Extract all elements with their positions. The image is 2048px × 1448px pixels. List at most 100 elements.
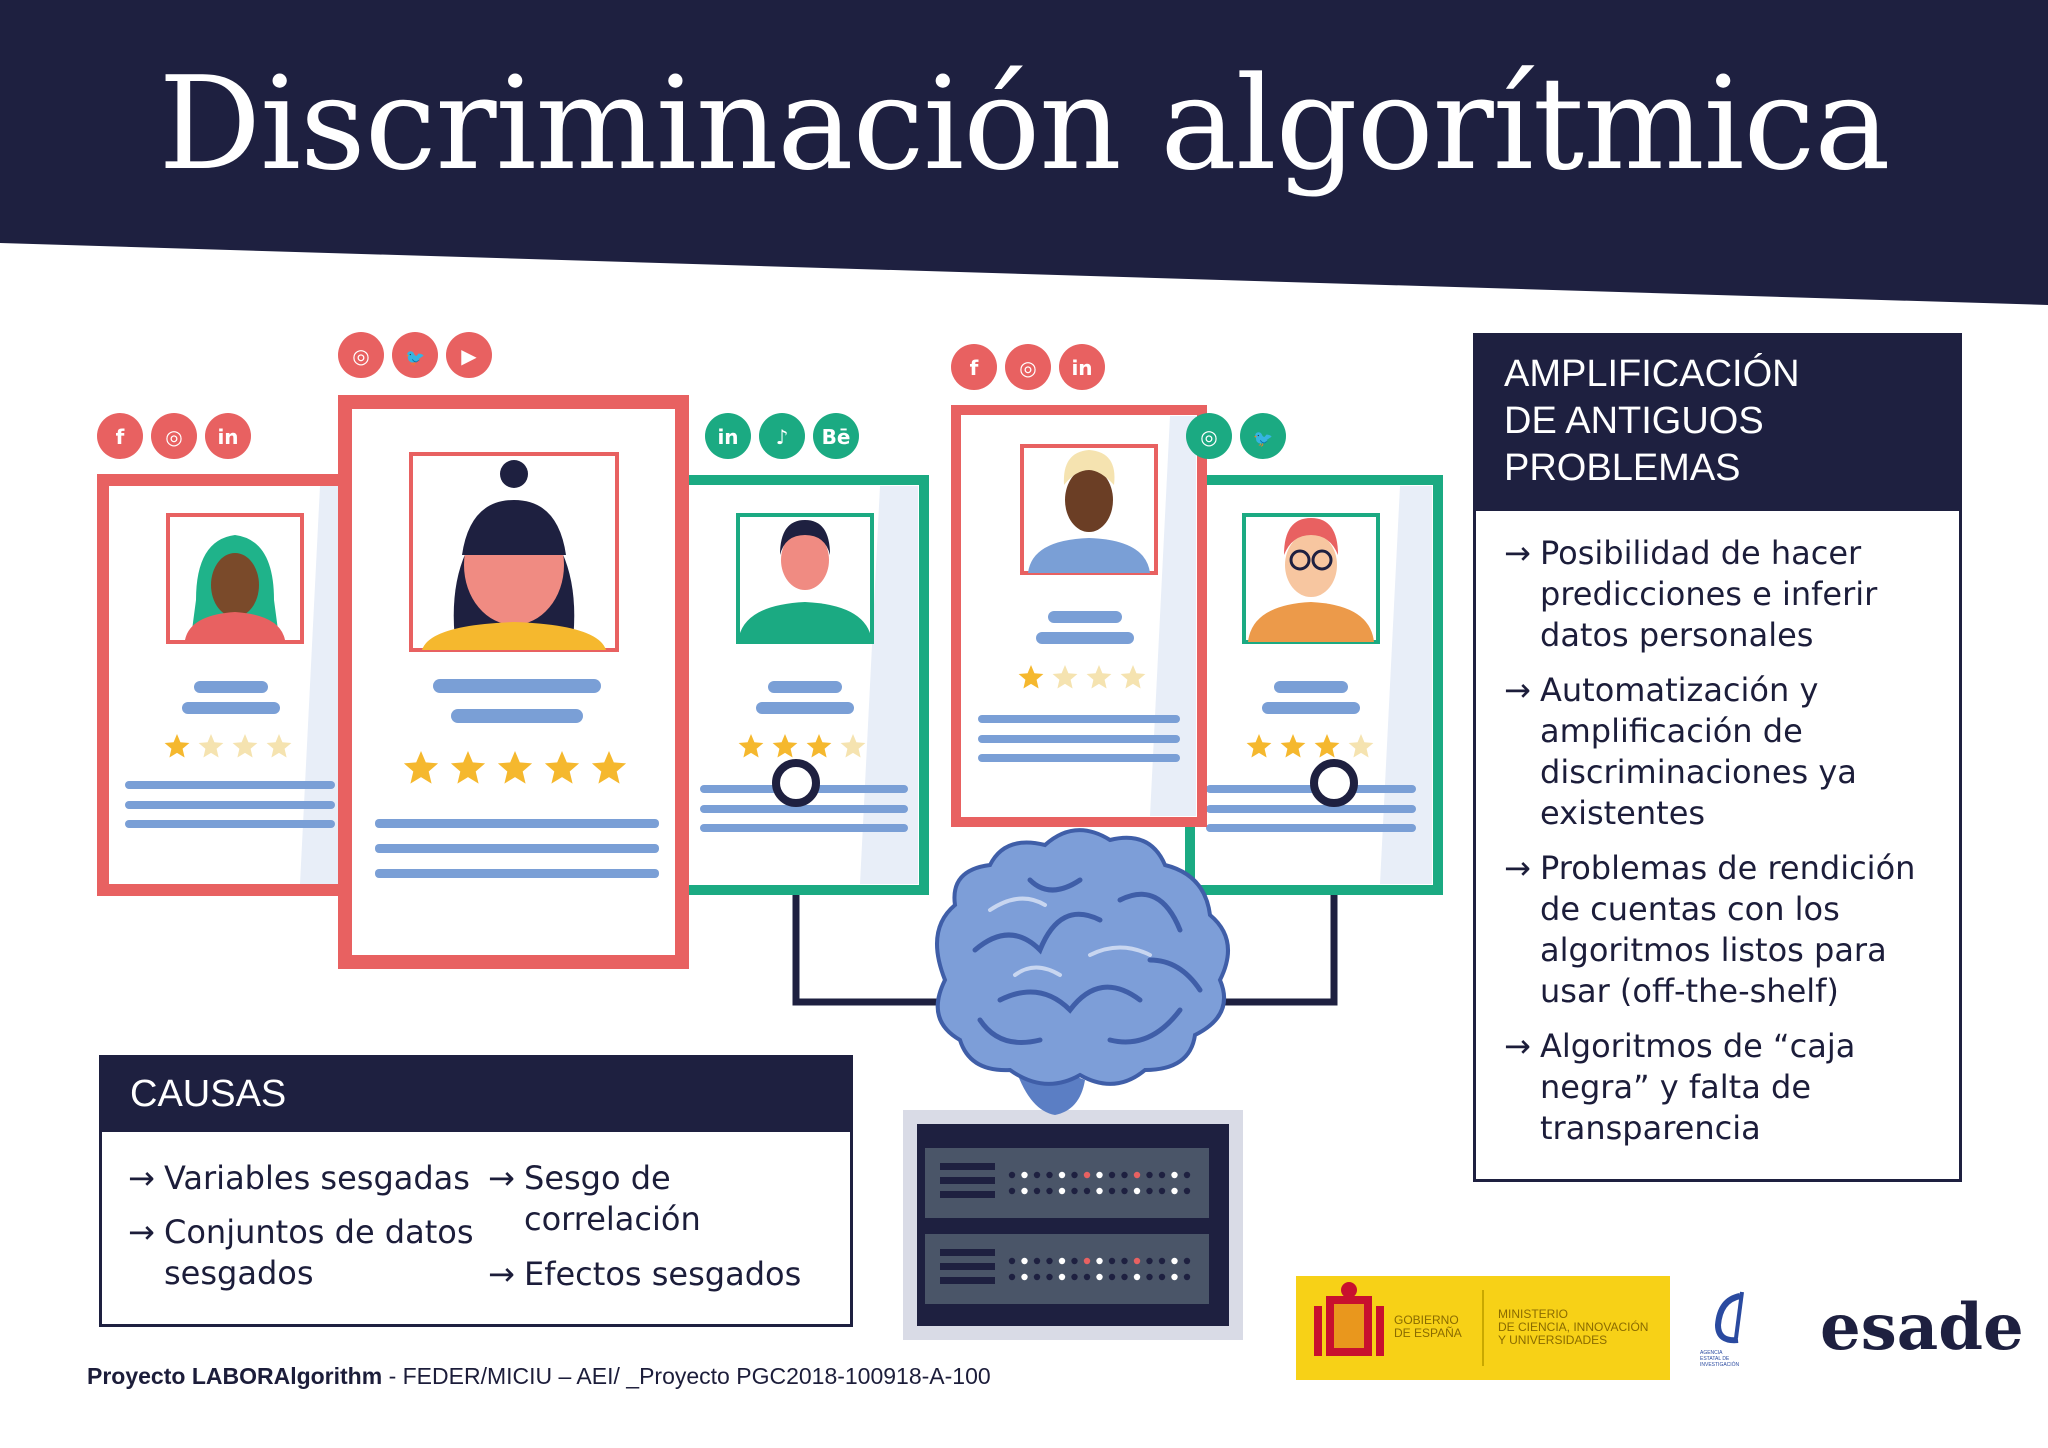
server-led [1133,1187,1141,1195]
star-filled-icon [1246,734,1272,758]
item-line: usar (off-the-shelf) [1540,972,1839,1010]
server-led [1058,1171,1066,1179]
aei-line: ESTATAL DE [1700,1356,1730,1362]
server-led [1108,1257,1116,1265]
server-led [1158,1171,1166,1179]
page-title: Discriminación algorítmica [158,50,1890,199]
twitter-icon [1240,413,1286,459]
youtube-icon-glyph: ▶ [461,344,477,368]
server-led [1133,1171,1141,1179]
star-empty-icon [1120,665,1146,689]
server-led [1021,1187,1028,1195]
causa-item: → Variables sesgadas [128,1158,470,1199]
ministerio-line: DE CIENCIA, INNOVACIÓN [1498,1320,1649,1334]
server-led [1008,1187,1016,1195]
item-line: datos personales [1540,616,1814,654]
server-led [1033,1171,1041,1179]
item-line: algoritmos listos para [1540,931,1887,969]
facebook-icon [97,413,143,459]
gobierno-line: GOBIERNO [1394,1313,1459,1327]
linkedin-icon-glyph: in [217,425,238,449]
star-empty-icon [198,734,224,758]
item-line: Posibilidad de hacer [1540,534,1862,572]
server-led [1121,1171,1128,1179]
amplificacion-item: → Posibilidad de hacer predicciones e in… [1504,533,1935,656]
footer-project-name: Proyecto LABORAlgorithm [87,1363,383,1389]
item-line: Sesgo de [524,1159,671,1197]
server-led [1008,1171,1016,1179]
causa-item: → Sesgo de correlación [488,1158,701,1240]
gobierno-line: DE ESPAÑA [1394,1326,1462,1340]
behance-icon [813,413,859,459]
server-led [1046,1187,1053,1195]
arrow-right-icon: → [1504,849,1531,887]
instagram-icon-glyph: ◎ [352,344,369,368]
server-led [1083,1187,1091,1195]
arrow-right-icon: → [1504,671,1531,709]
linkedin-icon-glyph: in [1071,356,1092,380]
twitter-icon-glyph: 🐦 [1253,429,1273,448]
facebook-icon-glyph: f [116,425,125,449]
star-empty-icon [1086,665,1112,689]
server-led [1083,1171,1091,1179]
avatar-man-glasses [1248,518,1374,642]
connector-node-right [1310,759,1358,807]
item-line: Problemas de rendición [1540,849,1916,887]
connector-node-left [772,759,820,807]
star-filled-icon [772,734,798,758]
server-led [1021,1257,1028,1265]
amplificacion-heading: AMPLIFICACIÓN DE ANTIGUOS PROBLEMAS [1476,336,1959,511]
item-line: de cuentas con los [1540,890,1840,928]
star-filled-icon [403,751,439,784]
server-led [1096,1187,1103,1195]
server-led [1021,1273,1028,1281]
server-led [1158,1187,1166,1195]
server-led [1046,1171,1053,1179]
star-empty-icon [840,734,866,758]
server-led [1046,1257,1053,1265]
server-led [1033,1187,1041,1195]
star-empty-icon [266,734,292,758]
amplificacion-item: → Problemas de rendición de cuentas con … [1504,848,1935,1012]
gobierno-logo: GOBIERNO DE ESPAÑA MINISTERIO DE CIENCIA… [1296,1276,1670,1380]
server-led [1121,1273,1128,1281]
aei-mark-icon [1714,1291,1744,1344]
server-led [1171,1171,1178,1179]
amplificacion-panel: AMPLIFICACIÓN DE ANTIGUOS PROBLEMAS → Po… [1473,333,1962,1182]
aei-logo: AGENCIA ESTATAL DE INVESTIGACIÓN [1700,1290,1760,1370]
profile-card-3 [679,475,929,895]
profile-card-1 [97,474,354,896]
server-led [1071,1171,1078,1179]
server-led [1183,1257,1191,1265]
arrow-right-icon: → [1504,534,1531,572]
arrow-right-icon: → [128,1213,155,1251]
server-led [1158,1273,1166,1281]
server-led [1083,1273,1091,1281]
social-icons: f◎in◎🐦▶in♪Bēf◎in◎🐦 [97,332,1286,459]
profile-card-2 [338,395,689,969]
brain-illustration [935,828,1230,1115]
causas-heading: CAUSAS [102,1058,850,1132]
aei-line: INVESTIGACIÓN [1700,1362,1740,1368]
amplificacion-heading-line: AMPLIFICACIÓN [1504,353,1800,395]
server-led [1071,1257,1078,1265]
server-led [1158,1257,1166,1265]
server-led [1146,1187,1153,1195]
instagram-icon [338,332,384,378]
star-empty-icon [1348,734,1374,758]
server-led [1133,1257,1141,1265]
arrow-right-icon: → [1504,1027,1531,1065]
server-led [1146,1273,1153,1281]
item-line: Efectos sesgados [524,1255,802,1293]
server-led [1058,1257,1066,1265]
amplificacion-heading-line: DE ANTIGUOS [1504,400,1764,442]
linkedin-icon [1059,344,1105,390]
server-led [1108,1171,1116,1179]
server-led [1058,1273,1066,1281]
server-led [1033,1257,1041,1265]
server-led [1071,1273,1078,1281]
tiktok-icon-glyph: ♪ [776,425,789,449]
server-led [1146,1171,1153,1179]
causa-item: → Conjuntos de datos sesgados [128,1212,474,1294]
